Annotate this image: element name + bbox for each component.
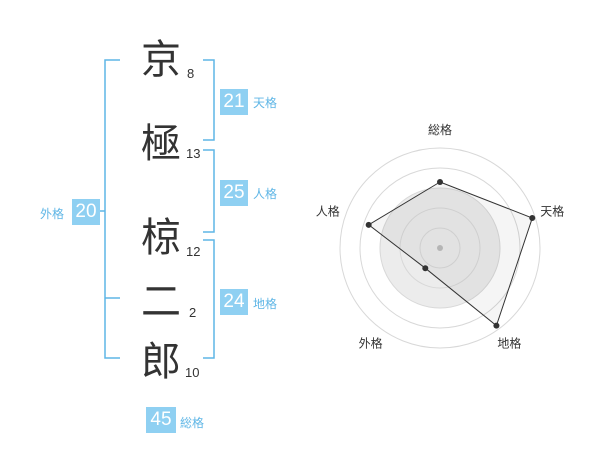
radar-point-3 [493,322,500,329]
gaikaku-value-badge: 20 [72,199,100,225]
tenkaku-value-badge: 21 [220,89,248,115]
chikaku-value-badge: 24 [220,289,248,315]
gaikaku-label: 外格 [40,207,65,221]
radar-grid-ring-1 [419,227,461,269]
radar-grid-ring-3 [379,187,501,309]
jinkaku-bracket [203,149,215,233]
radar-grid-ring-5 [339,147,541,349]
stroke-count-1: 8 [187,66,195,81]
stroke-count-2: 13 [186,146,201,161]
radar-axis-label-2: 天格 [540,204,564,219]
stroke-count-3: 12 [186,244,201,259]
radar-grid-ring-4 [359,167,521,329]
radar-point-2 [529,215,536,222]
radar-data-polygon [367,181,533,327]
name-char-1: 京 [141,37,181,83]
radar-axis-label-5: 人格 [316,204,340,219]
stroke-count-5: 10 [185,365,200,380]
soukaku-label: 総格 [180,416,205,430]
gaikaku-bracket [104,59,120,359]
radar-axis-label-4: 外格 [359,335,383,350]
name-char-3: 椋 [141,215,181,261]
radar-point-4 [422,265,429,272]
jinkaku-value-badge: 25 [220,180,248,206]
jinkaku-label: 人格 [253,187,278,201]
radar-axis-label-3: 地格 [497,335,521,350]
radar-grid [339,147,541,349]
soukaku-value-badge: 45 [146,407,176,433]
chikaku-bracket [203,239,215,359]
stroke-count-4: 2 [189,305,197,320]
radar-axis-label-1: 総格 [428,122,452,137]
tenkaku-label: 天格 [253,96,278,110]
radar-grid-ring-2 [399,207,481,289]
chikaku-label: 地格 [253,297,278,311]
name-char-5: 郎 [141,339,181,385]
name-char-2: 極 [141,121,181,167]
name-char-4: 二 [141,279,181,325]
radar-center-dot [437,245,443,251]
radar-point-1 [437,179,443,185]
radar-point-5 [365,221,372,228]
tenkaku-bracket [203,59,215,141]
